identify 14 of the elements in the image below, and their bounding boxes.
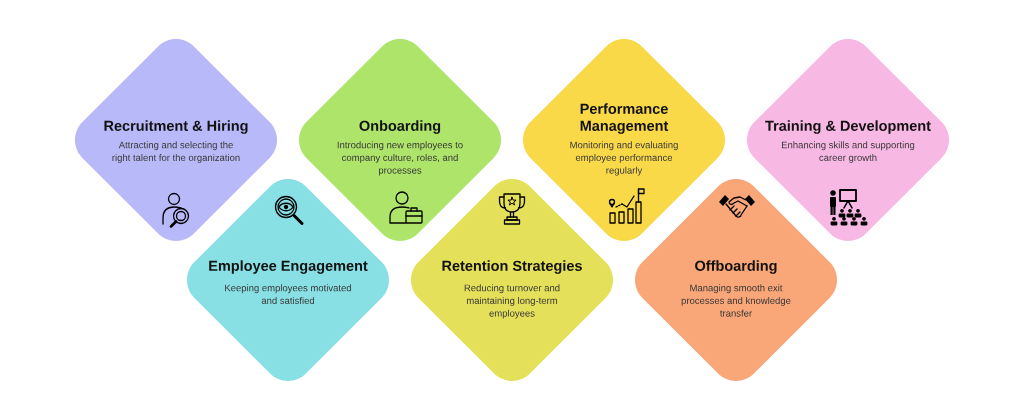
card-title: Retention Strategies [442, 260, 582, 274]
card-title: Offboarding [695, 260, 777, 274]
card-description: Managing smooth exit processes and knowledge transfer [681, 284, 791, 317]
card-description: Introducing new employees to company culture, roles, and processes [337, 141, 463, 176]
card-title: Training & Development [765, 120, 931, 134]
card-title: Performance Management [580, 103, 669, 134]
card-description: Monitoring and evaluating employee performance regularly [570, 141, 678, 176]
card-description: Reducing turnover and maintaining long-term employees [464, 284, 560, 319]
card-title: Onboarding [359, 120, 441, 134]
card-description: Keeping employees motivated and satisfied [225, 284, 351, 304]
card-description: Attracting and selecting the right talent for the organization [112, 141, 240, 163]
card-description: Enhancing skills and supporting career growth [782, 141, 915, 163]
card-title: Recruitment & Hiring [104, 120, 248, 134]
card-title: Employee Engagement [209, 260, 368, 274]
